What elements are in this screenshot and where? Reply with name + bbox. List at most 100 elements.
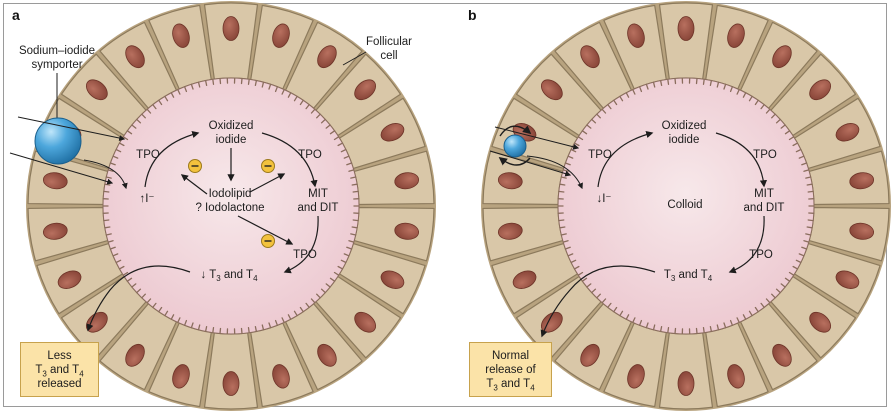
follicular-label-line2: cell [380,50,397,62]
and-t-text: and T [221,269,253,281]
and-dit-label: and DIT [298,202,339,214]
b-nucleus [727,364,745,389]
a-nucleus [317,343,337,367]
t3-letter-b: T [664,269,671,281]
colloid-label: Colloid [667,199,702,211]
oxidized-to-mit-arrow [261,132,318,188]
a-nucleus [125,343,145,367]
t3-t4-label-a: ↓ T3 and T4 [200,269,258,283]
a-nucleus [42,222,68,240]
symporter-rotation-arrow-top [499,125,532,137]
a-apical-membrane [102,77,360,335]
b-microvilli [557,77,815,335]
a-nucleus [172,23,190,48]
iodolipid-label: Iodolipid [209,188,252,200]
box-b-line1: Normal [491,349,530,362]
tpo-label-b-left: TPO [588,149,612,161]
mit-to-t3t4-arrow [283,215,319,274]
b-nucleus [849,222,875,240]
b-nucleus [772,45,792,69]
a-nucleus [57,270,82,289]
b-follicular-cell [658,2,714,80]
b-nucleus [627,364,645,389]
tpo-label-b-lower: TPO [749,249,773,261]
box-a-line1: Less [47,349,72,362]
b-apical-membrane [557,77,815,335]
a-nucleus [85,79,108,101]
iodide-to-lumen-arrow-b [526,155,583,190]
oxidized-to-mit-arrow-b [715,132,768,188]
less-t3-t4-released-box: Less T3 and T4 released [20,342,99,397]
a-microvilli [102,77,360,335]
b-nucleus [835,270,860,289]
tpo-label-b-right: TPO [753,149,777,161]
b-nucleus [849,172,875,190]
t3-letter: T [209,269,216,281]
a-nucleus [394,222,420,240]
iodide-influx-line-b1 [494,126,580,150]
b-nucleus [580,343,600,367]
b-nucleus [835,123,860,142]
t4-subscript-b: 4 [708,274,713,283]
mit-label-b: MIT [754,188,774,200]
box-a-and: and T [46,363,80,376]
box-a-line3: released [37,377,82,390]
symporter-label-line2: symporter [31,59,82,71]
t3-t4-label-b: T3 and T4 [664,269,713,283]
follicle-b [481,1,891,411]
a-nucleus [42,172,68,190]
a-nucleus [272,23,290,48]
b-nucleus [677,16,695,41]
follicular-label-line1: Follicular [366,36,412,48]
a-nucleus [172,364,190,389]
iodide-increase-arrow: ↑ [139,193,145,205]
t3t4-release-arrow-a [86,265,191,332]
t3-subscript-b: 3 [671,274,676,283]
b-follicular-cell [658,332,714,410]
iodide-influx-line-b2 [489,150,572,177]
b-nucleus [540,79,563,101]
t3t4-release-arrow-b [540,265,656,338]
box-b-sub4: 4 [530,382,535,392]
iodolipid-inhibit-arrow-1 [180,174,208,195]
a-nucleus [125,45,145,69]
b-nucleus [627,23,645,48]
box-a-line2: T3 and T4 [21,363,98,378]
a-follicular-cell [203,332,259,410]
and-dit-label-b: and DIT [744,202,785,214]
a-nucleus [354,311,377,333]
b-nucleus [512,270,537,289]
iodide-influx-line-1 [17,116,126,141]
b-nucleus [497,172,523,190]
box-a-sub3: 3 [42,368,47,378]
b-nucleus [677,371,695,396]
box-a-sub4: 4 [79,368,84,378]
oxidized-iodide-b-line2: iodide [669,134,700,146]
iodolactone-label: ? Iodolactone [195,202,264,214]
sodium-iodide-symporter-small-icon [503,134,527,158]
t4-subscript: 4 [253,274,258,283]
iodide-decrease-label: ↓I⁻ [596,193,611,205]
symporter-rotation-arrow-bottom [498,156,531,166]
decrease-arrow: ↓ [200,269,206,281]
b-nucleus [497,222,523,240]
iodide-increase-label: ↑I⁻ [139,193,154,205]
iodolactone-inhibit-arrow [237,215,294,245]
tpo-label-lower: TPO [293,249,317,261]
a-nucleus [222,16,240,41]
a-nucleus [394,172,420,190]
box-b-line2: release of [485,363,536,376]
a-follicular-cell [203,2,259,80]
b-colloid-lumen [558,78,814,334]
t3-subscript: 3 [216,274,221,283]
panel-a-letter: a [12,7,20,23]
a-nucleus [380,270,405,289]
mit-to-t3t4-arrow-b [728,215,765,274]
a-nucleus [272,364,290,389]
iodolipid-inhibit-arrow-2 [249,173,286,193]
oxidized-iodide-b-line1: Oxidized [662,120,707,132]
panel-b-letter: b [468,7,477,23]
iodide-decrease-arrow: ↓ [596,193,602,205]
sodium-iodide-symporter-icon [34,117,82,165]
